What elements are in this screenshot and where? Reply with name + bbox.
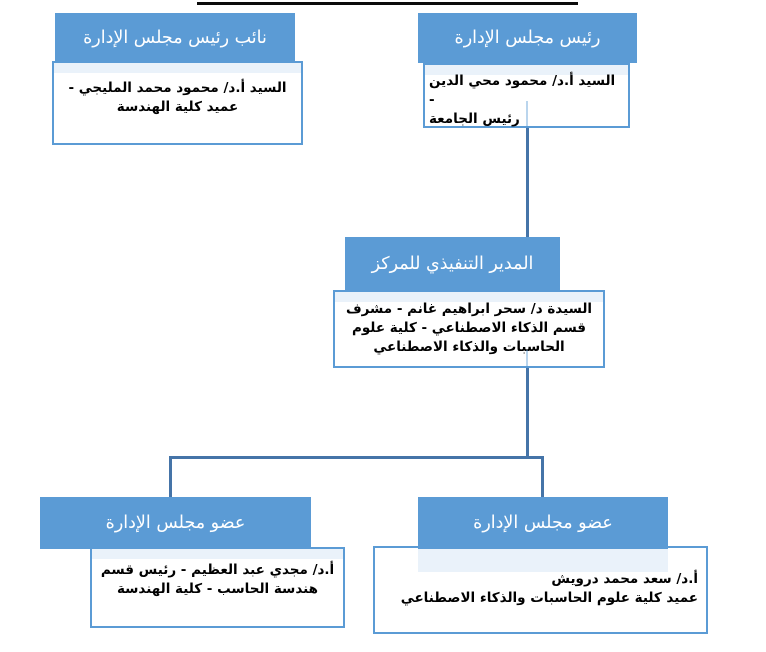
chairman-details-box: السيد أ.د/ محمود محي الدين - رئيس الجامع… xyxy=(423,63,630,128)
chairman-details: السيد أ.د/ محمود محي الدين - رئيس الجامع… xyxy=(425,65,628,129)
member-right-header: عضو مجلس الإدارة xyxy=(418,497,668,549)
member-right-title: عضو مجلس الإدارة xyxy=(473,513,613,533)
details-line: أ.د/ مجدي عبد العظيم - رئيس قسم xyxy=(100,562,335,578)
connector-drop-to-member-left xyxy=(169,456,172,498)
title-underline-rule xyxy=(197,2,578,5)
connector-director-to-split xyxy=(526,368,529,457)
member-right-tint-strip xyxy=(418,548,668,572)
vice-chairman-details-box: السيد أ.د/ محمود محمد المليجي - عميد كلي… xyxy=(52,61,303,145)
executive-director-header: المدير التنفيذي للمركز xyxy=(345,237,560,291)
details-line: السيد أ.د/ محمود محي الدين - xyxy=(429,73,616,108)
details-line: الحاسبات والذكاء الاصطناعي xyxy=(373,339,565,355)
details-line: عميد كلية الهندسة xyxy=(116,99,239,115)
details-line: السيد أ.د/ محمود محمد المليجي - xyxy=(68,80,287,96)
member-left-tint-strip xyxy=(92,549,343,559)
member-left-details: أ.د/ مجدي عبد العظيم - رئيس قسم هندسة ال… xyxy=(92,549,343,599)
chairman-tint-strip xyxy=(425,65,628,75)
executive-director-title: المدير التنفيذي للمركز xyxy=(371,254,534,274)
details-line: السيدة د/ سحر ابراهيم غانم - مشرف xyxy=(345,301,593,317)
connector-horizontal-split xyxy=(169,456,544,459)
member-right-details-box: أ.د/ سعد محمد درويش عميد كلية علوم الحاس… xyxy=(373,546,708,634)
details-line: هندسة الحاسب - كلية الهندسة xyxy=(116,581,319,597)
connector-behind-chairman-box xyxy=(526,101,528,128)
member-left-title: عضو مجلس الإدارة xyxy=(105,513,246,533)
details-line: أ.د/ سعد محمد درويش xyxy=(551,571,698,587)
executive-director-details: السيدة د/ سحر ابراهيم غانم - مشرف قسم ال… xyxy=(335,292,603,357)
member-left-details-box: أ.د/ مجدي عبد العظيم - رئيس قسم هندسة ال… xyxy=(90,547,345,628)
member-left-header: عضو مجلس الإدارة xyxy=(40,497,311,549)
executive-director-details-box: السيدة د/ سحر ابراهيم غانم - مشرف قسم ال… xyxy=(333,290,605,368)
details-line: قسم الذكاء الاصطناعي - كلية علوم xyxy=(351,320,587,336)
details-line: عميد كلية علوم الحاسبات والذكاء الاصطناع… xyxy=(400,590,698,606)
vice-chairman-details: السيد أ.د/ محمود محمد المليجي - عميد كلي… xyxy=(54,63,301,117)
executive-director-tint-strip xyxy=(335,292,603,302)
connector-behind-director-box xyxy=(526,350,528,368)
chairman-header: رئيس مجلس الإدارة xyxy=(418,13,637,63)
connector-chairman-to-director xyxy=(526,128,529,237)
member-right-details: أ.د/ سعد محمد درويش عميد كلية علوم الحاس… xyxy=(375,548,706,608)
vice-chairman-tint-strip xyxy=(54,63,301,73)
details-line: رئيس الجامعة xyxy=(429,111,520,127)
connector-drop-to-member-right xyxy=(541,456,544,498)
vice-chairman-title: نائب رئيس مجلس الإدارة xyxy=(83,28,267,48)
chairman-title: رئيس مجلس الإدارة xyxy=(454,28,601,48)
vice-chairman-header: نائب رئيس مجلس الإدارة xyxy=(55,13,295,63)
